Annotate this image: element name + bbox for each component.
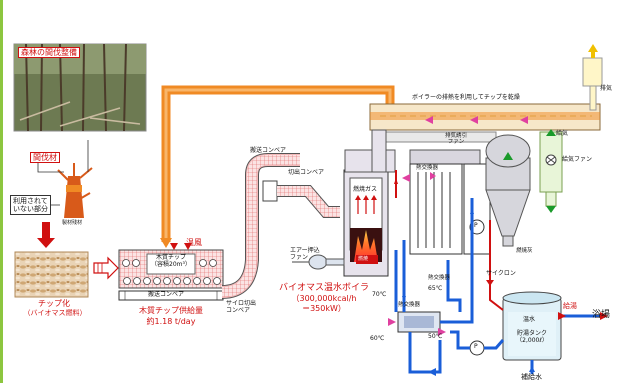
hot-air-label: 温風 <box>186 238 202 247</box>
air-fan-label: エアー押込 ファン <box>290 248 320 262</box>
combustion-ash-label: 燃焼灰 <box>516 248 533 254</box>
bath-label: 浴場 <box>592 310 610 320</box>
transport-conveyor-label: 搬送コンベア <box>148 292 184 299</box>
biomass-fuel-label: （バイオマス燃料） <box>10 309 100 317</box>
hot-water-tank <box>503 292 561 360</box>
chip-flow-arrow <box>94 258 118 278</box>
hot-water-label: 温水 <box>523 317 535 324</box>
exhaust-heat-note: ボイラーの排熱を利用してチップを乾燥 <box>412 95 520 102</box>
boiler-output-line1: （300,000kcal/h <box>264 294 384 303</box>
heat-exchanger-2-label: 熱交換器 <box>428 275 450 281</box>
intake-label: 給気 <box>556 131 568 138</box>
unused-part-line1: 利用されて <box>13 197 48 205</box>
exhaust-fan-label: 排気誘引 ファン <box>440 133 472 146</box>
temp-65-label: 65℃ <box>428 286 442 293</box>
exhaust-fan-line2: ファン <box>440 139 472 145</box>
forest-title: 森林の間伐整備 <box>18 47 80 58</box>
down-arrow <box>37 222 55 248</box>
heat-exchanger-3-label: 熱交換器 <box>398 302 420 308</box>
silo-conveyor-label: サイロ切出 コンベア <box>226 301 256 315</box>
temp-70-label: 70℃ <box>372 292 386 299</box>
heat-exchanger-1-label: 熱交換器 <box>416 165 438 171</box>
combustion-gas-label: 燃焼ガス <box>353 187 377 194</box>
intake-column <box>540 129 562 213</box>
intake-fan-label: 給気ファン <box>562 157 592 164</box>
chimney <box>583 44 602 110</box>
boiler-title: バイオマス温水ボイラ <box>264 283 384 293</box>
frame-border <box>0 0 3 383</box>
temp-60-label: 60℃ <box>370 336 384 343</box>
chip-pile-photo <box>15 252 88 297</box>
pump-top-label: P <box>474 223 478 230</box>
boiler-output-line2: ＝350kW） <box>264 304 384 313</box>
cyclone <box>486 135 530 246</box>
unused-part-line2: いない部分 <box>13 205 48 213</box>
unused-part-label: 利用されて いない部分 <box>10 195 51 215</box>
wood-chip-line2: （容積20m³） <box>147 262 195 269</box>
stump-caption: 製材残材 <box>62 221 82 227</box>
cyclone-label: サイクロン <box>486 271 516 278</box>
cutout-conveyor-label: 切出コンベア <box>288 170 324 177</box>
thinned-wood-label: 間伐材 <box>30 152 60 163</box>
combustion-label: 燃焼 <box>358 257 368 263</box>
thinned-wood-illustration <box>58 163 92 218</box>
temp-50-label: 50℃ <box>428 334 442 341</box>
silo-conveyor-line2: コンベア <box>226 308 256 315</box>
exhaust-label: 排気 <box>600 86 612 93</box>
chip-supply-label: 木質チップ供給量 <box>118 306 224 315</box>
air-fan-line2: ファン <box>290 255 320 262</box>
chip-supply-value: 約1.18 t/day <box>118 317 224 326</box>
make-up-water-label: 補給水 <box>521 373 542 381</box>
wood-chip-label: 木質チップ （容積20m³） <box>147 255 195 269</box>
storage-tank-line2: （2,000ℓ） <box>506 338 558 345</box>
silo-conveyor-pipe <box>222 160 300 292</box>
supply-hot-water-label: 給湯 <box>563 302 577 310</box>
cutout-conveyor <box>263 181 340 212</box>
storage-tank-label: 貯湯タンク （2,000ℓ） <box>506 331 558 345</box>
pump-bottom-label: P <box>474 344 478 351</box>
transport-conveyor-top-label: 搬送コンベア <box>250 148 286 155</box>
chip-conversion-label: チップ化 <box>18 299 90 308</box>
